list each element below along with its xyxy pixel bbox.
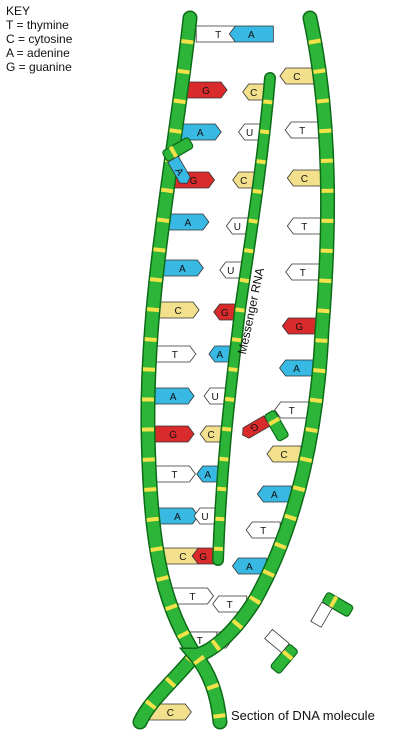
dna-base-right-12: T	[246, 522, 280, 538]
dna-base-right-10: C	[267, 446, 301, 462]
rna-base-2-letter: U	[246, 128, 253, 139]
dna-base-left-5-letter: A	[185, 218, 192, 229]
rna-base-4-letter: U	[234, 222, 241, 233]
dna-base-right-3: T	[285, 122, 319, 138]
dna-base-left-5: A	[167, 214, 209, 230]
rna-base-4: U	[226, 218, 248, 234]
dna-base-right-5: T	[287, 218, 321, 234]
rna-base-12-letter: G	[199, 552, 207, 563]
dna-base-left-7: C	[157, 302, 199, 318]
rna-base-8-letter: U	[211, 392, 218, 403]
dna-base-left-14: T	[171, 588, 213, 604]
dna-base-right-2: C	[280, 68, 314, 84]
dna-base-right-4: C	[287, 170, 321, 186]
dna-base-right-9: T	[275, 402, 309, 418]
dna-base-left-6: A	[161, 260, 203, 276]
dna-base-left-2-letter: G	[202, 86, 210, 97]
dna-base-left-8-letter: T	[172, 350, 178, 361]
dna-base-right-14-letter: T	[227, 600, 233, 611]
dna-base-right-3-letter: T	[299, 126, 305, 137]
rna-base-6-letter: G	[221, 308, 229, 319]
key-item-t: T = thymine	[6, 18, 126, 32]
dna-base-right-9-letter: T	[289, 406, 295, 417]
dna-base-right-7-letter: G	[295, 322, 303, 333]
rna-base-11: U	[194, 508, 216, 524]
rna-base-3: C	[233, 172, 255, 188]
key-legend: KEY T = thymine C = cytosine A = adenine…	[6, 4, 126, 74]
dna-base-left-8: T	[154, 346, 196, 362]
rna-base-6: G	[214, 304, 236, 320]
dna-base-left-2: G	[185, 82, 227, 98]
key-item-c: C = cytosine	[6, 32, 126, 46]
rna-base-7-letter: A	[217, 350, 224, 361]
dna-base-left-11: T	[153, 466, 195, 482]
key-item-a: A = adenine	[6, 46, 126, 60]
rna-base-3-letter: C	[240, 176, 247, 187]
key-title: KEY	[6, 4, 126, 18]
dna-base-right-1-letter: A	[248, 30, 255, 41]
key-item-g: G = guanine	[6, 60, 126, 74]
dna-base-left-10-letter: G	[169, 430, 177, 441]
rna-base-5: U	[220, 262, 242, 278]
dna-base-left-16-letter: C	[167, 708, 174, 719]
dna-base-left-4-letter: G	[190, 176, 198, 187]
dna-base-left-10: G	[152, 426, 194, 442]
rna-base-2: U	[239, 124, 261, 140]
rna-base-9-letter: C	[208, 430, 215, 441]
dna-base-right-2-letter: C	[293, 72, 300, 83]
diagram-caption: Section of DNA molecule	[231, 708, 411, 723]
dna-base-left-1-letter: T	[215, 30, 221, 41]
dna-base-right-13-letter: A	[246, 562, 253, 573]
free-nucleotide-blank-1	[311, 592, 354, 636]
dna-base-left-12: A	[156, 508, 198, 524]
dna-base-right-6-letter: T	[300, 268, 306, 279]
dna-base-right-11-letter: A	[271, 490, 278, 501]
rna-base-11-letter: U	[201, 512, 208, 523]
dna-base-right-6: T	[286, 264, 320, 280]
rna-base-10: A	[197, 466, 219, 482]
rna-base-1-letter: C	[250, 88, 257, 99]
dna-base-left-9: A	[152, 388, 194, 404]
dna-base-left-9-letter: A	[170, 392, 177, 403]
dna-base-right-11: A	[257, 486, 291, 502]
dna-base-left-13-letter: C	[179, 552, 186, 563]
dna-base-right-8: A	[280, 360, 314, 376]
dna-base-left-6-letter: A	[179, 264, 186, 275]
dna-base-left-11-letter: T	[171, 470, 177, 481]
dna-base-right-4-letter: C	[301, 174, 308, 185]
rna-base-1: C	[243, 84, 265, 100]
dna-base-left-7-letter: C	[174, 306, 181, 317]
dna-base-right-8-letter: A	[293, 364, 300, 375]
free-nucleotide-blank-2	[253, 629, 298, 674]
dna-base-right-10-letter: C	[280, 450, 287, 461]
dna-base-right-1: A	[229, 26, 273, 42]
rna-base-10-letter: A	[204, 470, 211, 481]
dna-base-left-3-letter: A	[197, 128, 204, 139]
rna-base-9: C	[200, 426, 222, 442]
dna-base-right-12-letter: T	[260, 526, 266, 537]
dna-base-right-7: G	[282, 318, 316, 334]
dna-base-left-12-letter: A	[174, 512, 181, 523]
rna-base-5-letter: U	[227, 266, 234, 277]
rna-base-8: U	[204, 388, 226, 404]
dna-base-right-5-letter: T	[301, 222, 307, 233]
rna-base-7: A	[209, 346, 231, 362]
dna-base-left-14-letter: T	[189, 592, 195, 603]
